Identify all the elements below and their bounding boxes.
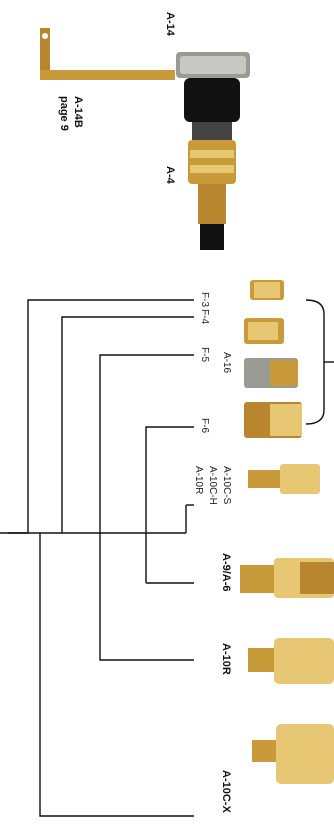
label-a10c-x: A-10C-X (220, 770, 232, 813)
label-f4: F-4 (199, 309, 210, 324)
a14-nut-illustration (176, 52, 250, 140)
label-a4: A-4 (164, 166, 176, 184)
a4-coupler-illustration (188, 140, 236, 250)
label-a16: A-16 (221, 352, 232, 374)
label-a10c-s: A-10C-S (221, 466, 232, 505)
coupler-a10cx-illustration (252, 724, 334, 784)
label-a10r: A-10R (220, 643, 232, 675)
label-f6: F-6 (199, 418, 210, 433)
fitting-f3-illustration (250, 280, 284, 300)
fitting-a10c-plug-illustration (248, 464, 320, 494)
label-page9: page 9 (58, 96, 70, 131)
fitting-f6-illustration (244, 402, 302, 438)
connector-lines (0, 299, 194, 817)
fitting-f4-illustration (244, 318, 284, 344)
label-a10r-small: A-10R (193, 466, 204, 495)
label-a9-a6: A-9/A-6 (220, 553, 232, 592)
label-f3: F-3 (199, 292, 210, 307)
label-a14b: A-14B (72, 96, 84, 128)
label-a14: A-14 (164, 12, 176, 36)
label-a10c-h: A-10C-H (207, 466, 218, 505)
label-f5: F-5 (199, 347, 210, 362)
bracket-a14b-illustration (40, 28, 175, 80)
a16-group-bracket (305, 299, 325, 425)
fitting-f5-illustration (244, 358, 298, 388)
coupler-a9-a6-illustration (240, 558, 334, 598)
coupler-a10r-illustration (248, 638, 334, 684)
